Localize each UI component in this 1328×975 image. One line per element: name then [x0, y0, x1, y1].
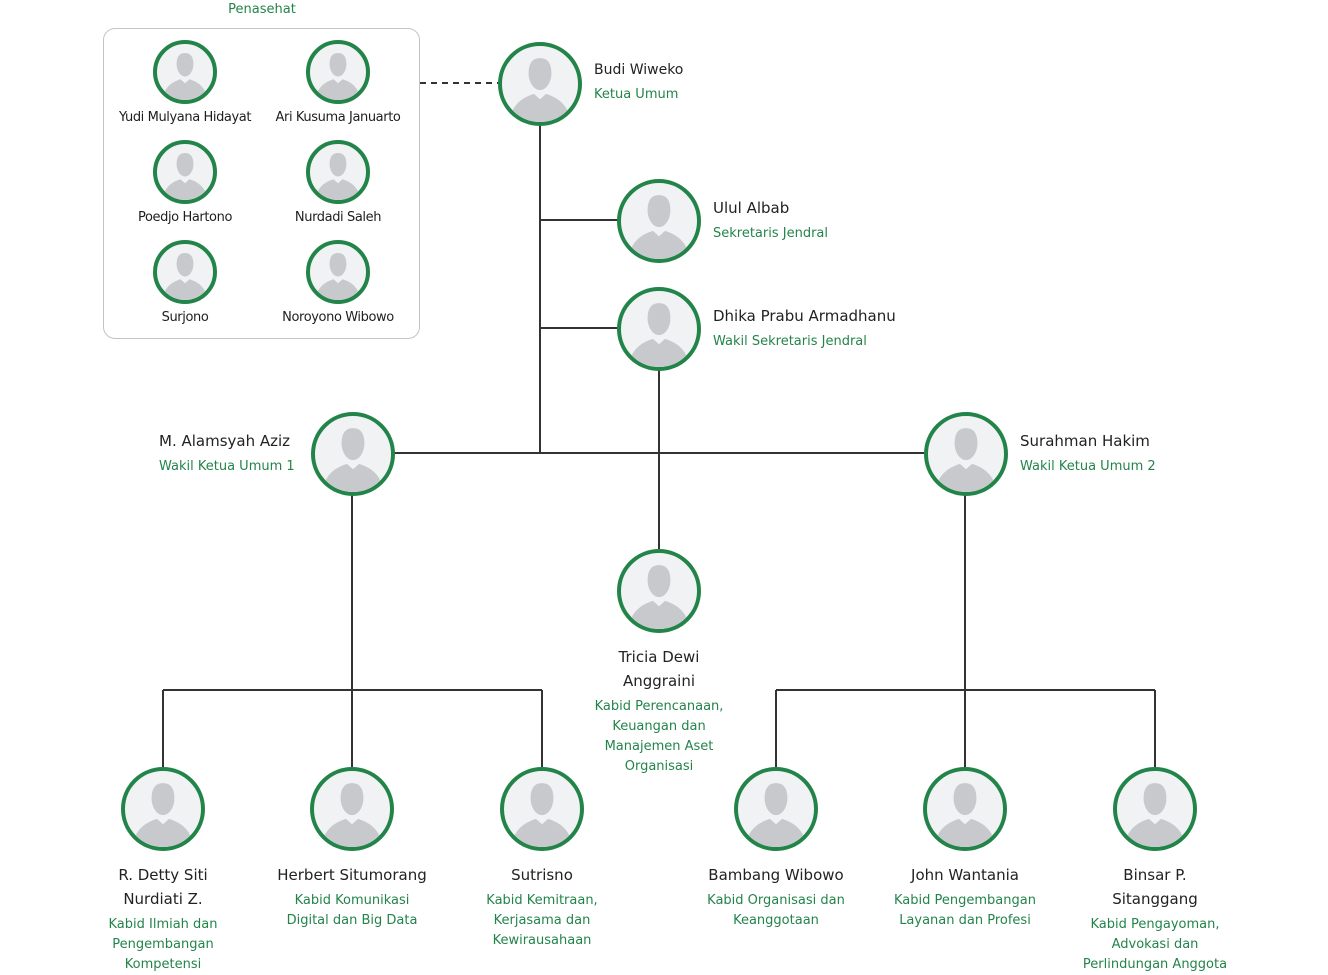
person-silhouette-icon [934, 783, 996, 847]
kabid-layanan-name: John Wantania [911, 866, 1019, 884]
advisors-box [103, 28, 420, 339]
kabid-ilmiah-avatar[interactable] [121, 767, 205, 851]
kabid-pengayoman-avatar[interactable] [1113, 767, 1197, 851]
advisor-avatar[interactable] [153, 40, 217, 104]
kabid-komunikasi-avatar[interactable] [310, 767, 394, 851]
person-silhouette-icon [511, 783, 573, 847]
wasekjen-role: Wakil Sekretaris Jendral [713, 334, 867, 349]
waketum1-name: M. Alamsyah Aziz [159, 432, 291, 450]
person-silhouette-icon [162, 152, 208, 200]
ketua-role: Ketua Umum [594, 87, 679, 102]
person-silhouette-icon [509, 58, 571, 122]
ketua-name: Budi Wiweko [594, 62, 684, 78]
wasekjen-name: Dhika Prabu Armadhanu [713, 307, 896, 325]
person-silhouette-icon [321, 783, 383, 847]
kabid-ilmiah-name: R. Detty Siti Nurdiati Z. [118, 866, 208, 908]
person-silhouette-icon [322, 428, 384, 492]
waketum2-role: Wakil Ketua Umum 2 [1020, 459, 1156, 474]
advisor-name: Noroyono Wibowo [282, 310, 394, 325]
kabid-ilmiah-role: Kabid Ilmiah dan Pengembangan Kompetensi [108, 917, 218, 972]
kabid-organisasi-name: Bambang Wibowo [708, 866, 844, 884]
kabid-kemitraan-name: Sutrisno [511, 866, 573, 884]
kabid-layanan-role: Kabid Pengembangan Layanan dan Profesi [894, 893, 1036, 928]
person-silhouette-icon [1124, 783, 1186, 847]
person-silhouette-icon [315, 252, 361, 300]
person-silhouette-icon [315, 152, 361, 200]
advisor-name: Yudi Mulyana Hidayat [118, 110, 252, 125]
person-silhouette-icon [315, 52, 361, 100]
kabid-kemitraan-role: Kabid Kemitraan, Kerjasama dan Kewirausa… [486, 893, 598, 948]
advisor-avatar[interactable] [306, 140, 370, 204]
advisor-name: Poedjo Hartono [137, 210, 232, 225]
kabid-komunikasi-role: Kabid Komunikasi Digital dan Big Data [286, 893, 418, 928]
kabid-perencanaan-role: Kabid Perencanaan, Keuangan dan Manajeme… [594, 699, 724, 774]
waketum1-avatar[interactable] [311, 412, 395, 496]
kabid-organisasi-avatar[interactable] [734, 767, 818, 851]
advisor-avatar[interactable] [306, 40, 370, 104]
person-silhouette-icon [628, 565, 690, 629]
kabid-kemitraan-avatar[interactable] [500, 767, 584, 851]
person-silhouette-icon [628, 195, 690, 259]
person-silhouette-icon [162, 52, 208, 100]
person-silhouette-icon [132, 783, 194, 847]
advisor-name: Ari Kusuma Januarto [275, 110, 401, 125]
sekjen-avatar[interactable] [617, 179, 701, 263]
person-silhouette-icon [162, 252, 208, 300]
kabid-perencanaan-name: Tricia Dewi Anggraini [618, 648, 700, 690]
sekjen-name: Ulul Albab [713, 199, 790, 217]
advisor-avatar[interactable] [153, 240, 217, 304]
advisor-name: Surjono [161, 310, 209, 325]
ketua-avatar[interactable] [498, 42, 582, 126]
advisors-title: Penasehat [228, 2, 296, 17]
person-silhouette-icon [935, 428, 997, 492]
kabid-perencanaan-avatar[interactable] [617, 549, 701, 633]
advisor-avatar[interactable] [306, 240, 370, 304]
person-silhouette-icon [628, 303, 690, 367]
wasekjen-avatar[interactable] [617, 287, 701, 371]
kabid-organisasi-role: Kabid Organisasi dan Keanggotaan [707, 893, 845, 928]
kabid-komunikasi-name: Herbert Situmorang [277, 866, 427, 884]
waketum2-name: Surahman Hakim [1020, 432, 1150, 450]
kabid-pengayoman-name: Binsar P. Sitanggang [1112, 866, 1198, 908]
waketum2-avatar[interactable] [924, 412, 1008, 496]
advisor-name: Nurdadi Saleh [294, 210, 382, 225]
kabid-layanan-avatar[interactable] [923, 767, 1007, 851]
kabid-pengayoman-role: Kabid Pengayoman, Advokasi dan Perlindun… [1082, 917, 1228, 972]
advisor-avatar[interactable] [153, 140, 217, 204]
person-silhouette-icon [745, 783, 807, 847]
waketum1-role: Wakil Ketua Umum 1 [159, 459, 295, 474]
sekjen-role: Sekretaris Jendral [713, 226, 829, 241]
